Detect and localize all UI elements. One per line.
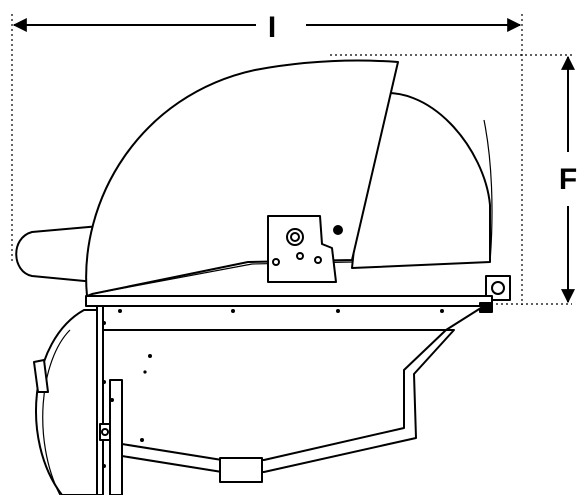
hinge-bolt-inner [290, 232, 300, 242]
hinge-hole-1 [272, 258, 280, 266]
front-lid [85, 59, 399, 297]
side-burner-handle [33, 359, 49, 393]
hinge-hole-2 [296, 252, 304, 260]
cart-bottom-shelf [121, 329, 455, 473]
height-dimension: F [559, 55, 577, 304]
hinge-hole-3 [314, 256, 322, 264]
hinge-plate [267, 215, 337, 283]
width-dimension-label: I [268, 11, 276, 44]
height-dimension-label: F [559, 163, 577, 196]
lid-pivot-dot [333, 225, 343, 235]
lid-handle [15, 225, 101, 283]
grill-drawing [15, 59, 511, 495]
side-burner-bowl [35, 309, 101, 495]
side-latch-knob [491, 281, 505, 295]
width-dimension: I [12, 11, 522, 44]
cookbox-rim [85, 295, 493, 307]
side-burner-bowl-inner [42, 329, 71, 495]
frame-rivets [102, 354, 152, 468]
shelf-bracket [219, 457, 263, 483]
front-panel [99, 305, 485, 331]
rear-lid-inner-edge [483, 119, 493, 263]
cart-side-frame [96, 305, 104, 495]
dimension-guides [11, 14, 572, 305]
cart-leg-left [109, 379, 123, 495]
frame-bolt [101, 428, 109, 436]
